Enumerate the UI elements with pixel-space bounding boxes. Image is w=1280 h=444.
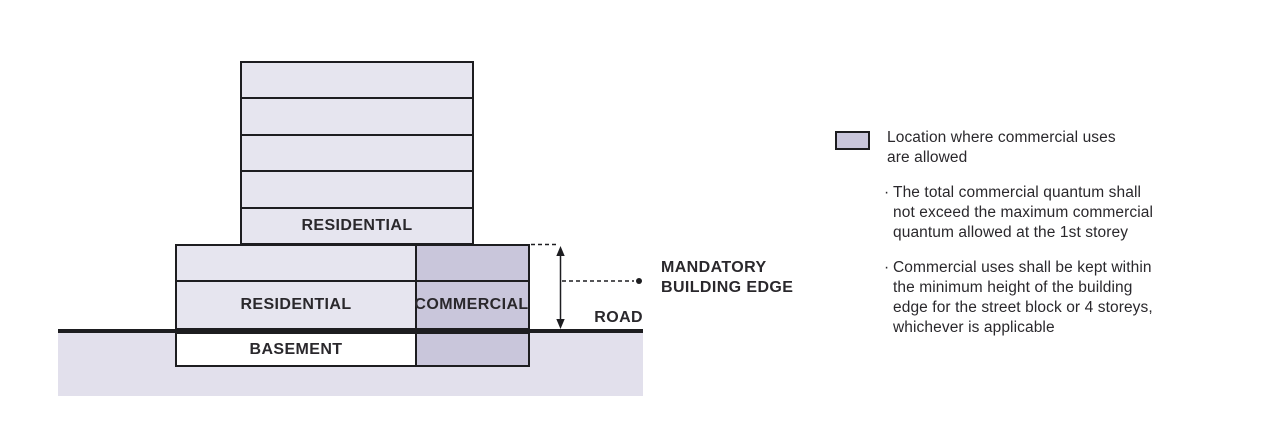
- bullet-line: edge for the street block or 4 storeys,: [893, 299, 1153, 316]
- bullet-line: The total commercial quantum shall: [893, 184, 1142, 201]
- basement-commercial-zone: [415, 334, 528, 365]
- legend-title-line2: are allowed: [887, 149, 968, 166]
- tower-floor: [242, 97, 472, 133]
- arrowhead-up-icon: [556, 246, 565, 256]
- basement-block: BASEMENT: [175, 332, 530, 367]
- basement-label: BASEMENT: [249, 340, 343, 358]
- legend-bullet-item: · Commercial uses shall be kept within t…: [884, 258, 1153, 338]
- bullet-line: the minimum height of the building: [893, 279, 1133, 296]
- arrowhead-down-icon: [556, 319, 565, 329]
- leader-dot: [636, 278, 642, 284]
- legend-title: Location where commercial uses are allow…: [887, 128, 1116, 168]
- podium-residential-section: RESIDENTIAL: [177, 282, 415, 328]
- legend-bullet-1-lines: The total commercial quantum shall not e…: [893, 183, 1153, 243]
- legend-commercial-swatch: [835, 131, 870, 150]
- basement-section: BASEMENT: [177, 334, 415, 365]
- bullet-dot-icon: ·: [884, 259, 890, 276]
- podium-commercial-label: COMMERCIAL: [414, 296, 529, 313]
- podium-floor-divider: [177, 280, 528, 282]
- residential-tower: RESIDENTIAL: [240, 61, 474, 245]
- tower-floor: [242, 170, 472, 206]
- edge-label-line1: MANDATORY: [661, 259, 767, 276]
- tower-floor: [242, 133, 472, 170]
- podium-commercial-section: COMMERCIAL: [414, 282, 529, 328]
- bullet-line: whichever is applicable: [893, 319, 1055, 336]
- road-line: [58, 329, 643, 333]
- bullet-line: quantum allowed at the 1st storey: [893, 224, 1129, 241]
- tower-residential-label: RESIDENTIAL: [301, 216, 413, 234]
- podium-block: RESIDENTIAL COMMERCIAL: [175, 244, 530, 330]
- legend-bullet-item: · The total commercial quantum shall not…: [884, 183, 1153, 243]
- tower-floor: [242, 63, 472, 97]
- tower-floor-labeled: RESIDENTIAL: [242, 206, 472, 243]
- legend-title-line1: Location where commercial uses: [887, 129, 1116, 146]
- legend-bullet-2-lines: Commercial uses shall be kept within the…: [893, 258, 1153, 338]
- mandatory-building-edge-label: MANDATORY BUILDING EDGE: [661, 258, 793, 298]
- road-label: ROAD: [594, 309, 643, 326]
- bullet-line: Commercial uses shall be kept within: [893, 259, 1152, 276]
- podium-commercial-zone: [415, 246, 528, 328]
- podium-residential-label: RESIDENTIAL: [240, 296, 352, 313]
- bullet-line: not exceed the maximum commercial: [893, 204, 1154, 221]
- edge-label-line2: BUILDING EDGE: [661, 279, 794, 296]
- bullet-dot-icon: ·: [884, 184, 890, 201]
